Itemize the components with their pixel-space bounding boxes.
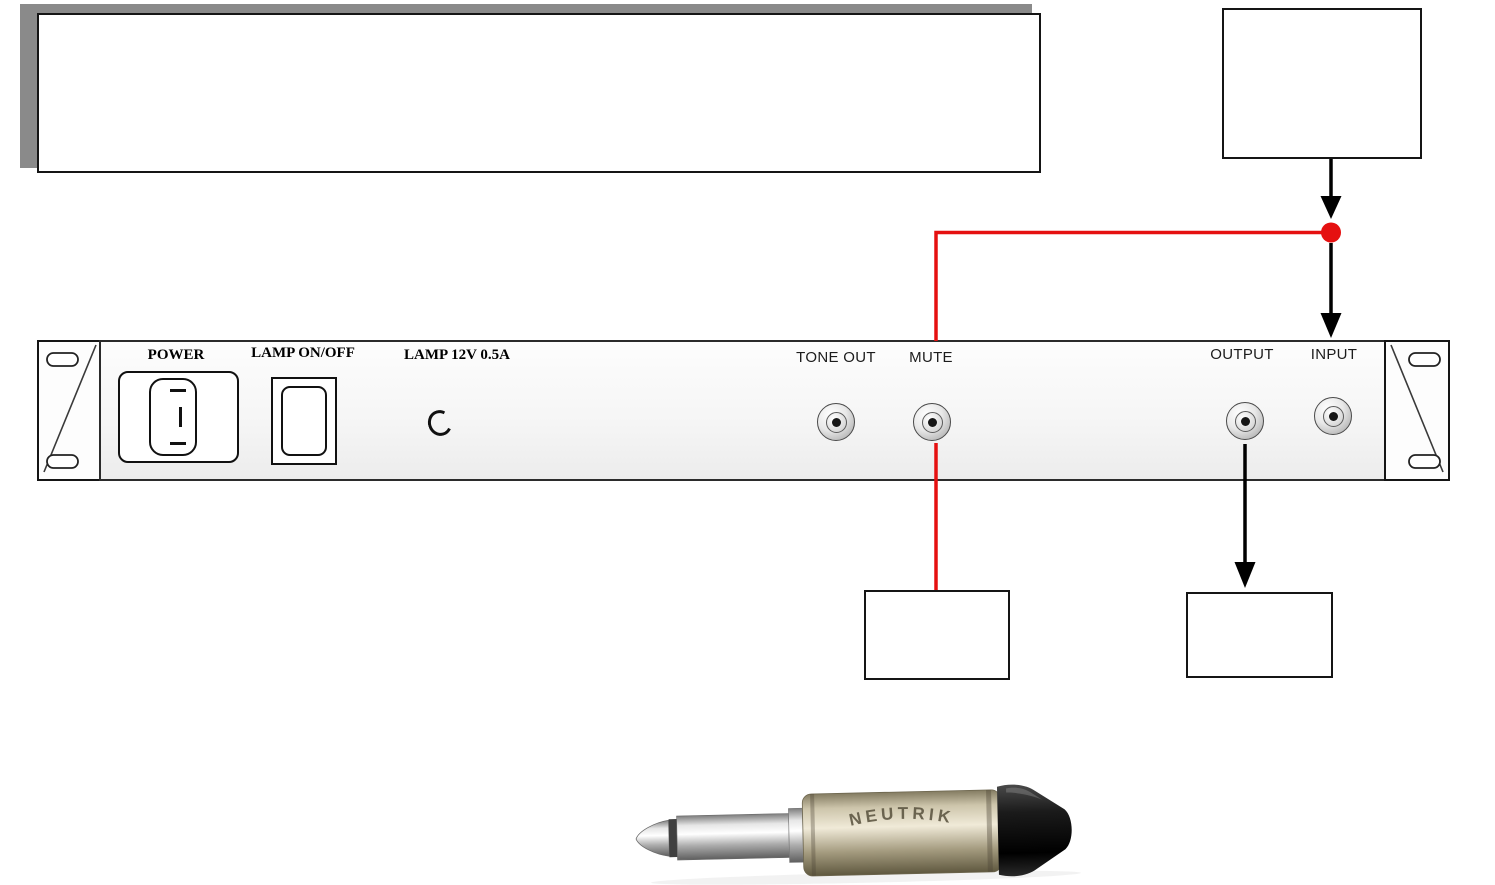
box-top-right xyxy=(1222,8,1422,159)
rack-ear-left-drawing xyxy=(43,344,97,473)
plug-shaft xyxy=(676,813,790,861)
plug-boot-highlight xyxy=(1006,787,1043,800)
plug-barrel-groove-right xyxy=(986,789,993,872)
iec-pin-slot-top xyxy=(170,389,186,392)
plug-barrel xyxy=(801,789,1003,877)
rack-ear-right-drawing xyxy=(1390,344,1444,473)
rack-ear-right xyxy=(1384,340,1450,481)
output-jack-hole xyxy=(1240,416,1250,426)
tone-out-label: TONE OUT xyxy=(796,349,876,366)
box-below-output xyxy=(1186,592,1333,678)
lamp-power-switch-rocker xyxy=(281,386,327,456)
tone-out-jack-ring xyxy=(825,411,847,433)
mute-wire-upper xyxy=(934,230,1322,341)
plug-shadow xyxy=(651,870,1081,885)
input-jack xyxy=(1314,397,1352,435)
rack-mount-slot xyxy=(46,454,79,469)
mute-jack-hole xyxy=(927,417,937,427)
input-label: INPUT xyxy=(1310,346,1358,363)
mute-jack-ring xyxy=(921,411,943,433)
junction-dot xyxy=(1321,222,1341,243)
phone-plug-image: NEUTRIK xyxy=(635,784,1081,885)
output-jack xyxy=(1226,402,1264,440)
tone-out-jack-hole xyxy=(831,417,841,427)
rack-ear-left xyxy=(37,340,101,481)
plug-insulator-ring xyxy=(668,819,678,858)
rack-mount-slot xyxy=(46,352,79,367)
iec-pin-slot-bottom xyxy=(170,442,186,445)
output-jack-ring xyxy=(1234,410,1256,432)
plug-barrel-groove-left xyxy=(810,793,816,876)
lamp-switch-label: LAMP ON/OFF xyxy=(251,345,355,361)
box-below-mute xyxy=(864,590,1010,680)
plug-boot xyxy=(996,784,1072,877)
tone-out-jack xyxy=(817,403,855,441)
input-arrowhead xyxy=(1320,313,1342,338)
output-arrowhead xyxy=(1234,562,1256,588)
plug-collar xyxy=(788,807,804,863)
mute-label: MUTE xyxy=(909,349,953,366)
power-label: POWER xyxy=(147,347,205,363)
mute-jack xyxy=(913,403,951,441)
input-jack-ring xyxy=(1322,405,1344,427)
input-jack-hole xyxy=(1328,411,1338,421)
iec-pin-slot-middle xyxy=(179,407,182,427)
lamp-rating-label: LAMP 12V 0.5A xyxy=(404,347,510,363)
rack-mount-slot xyxy=(1408,352,1441,367)
output-label: OUTPUT xyxy=(1210,346,1274,363)
rack-mount-slot xyxy=(1408,454,1441,469)
title-box xyxy=(37,13,1041,173)
source-arrowhead xyxy=(1320,196,1342,219)
plug-tip xyxy=(635,819,670,857)
